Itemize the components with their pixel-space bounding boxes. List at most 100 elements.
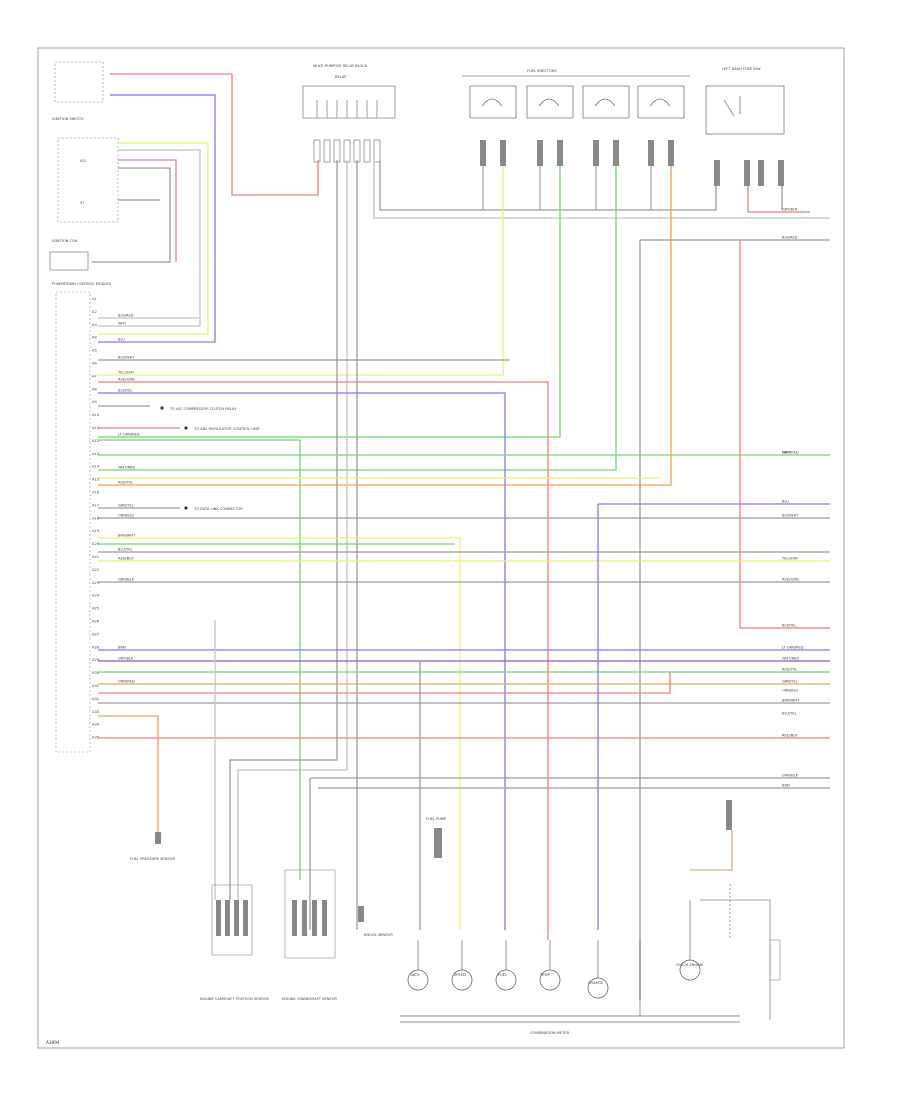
wire-injector-2 (98, 166, 561, 438)
wire-blue-top (98, 94, 216, 343)
ecm-pin-labels: A1A2A3A4A5A6A7A8A9A10A11A12A13A14A15A16A… (92, 297, 100, 740)
tdc-sensor-2-label: ENGINE CRANKSHAFT SENSOR (282, 997, 337, 1001)
wire-ecm-green-1 (98, 439, 301, 880)
ecm-pin-label: A19 (92, 529, 100, 533)
wire-label-right: BLK/WHT (782, 514, 799, 518)
wire-label-right: LT GRN/RED (782, 646, 804, 650)
wire-label-left: BLU (118, 338, 125, 342)
ecm-pin-label: A14 (92, 465, 100, 469)
wire-label-left: BLK/YEL (118, 389, 133, 393)
tdc-sensor-1-label: ENGINE CAMSHAFT POSITION SENSOR (200, 997, 269, 1001)
wire-label-right: BLU (782, 500, 789, 504)
wire-label-left: RED/YEL (118, 481, 133, 485)
wire-label-right: RED/GRN (782, 578, 799, 582)
ecm-pin-label: A28 (92, 645, 100, 649)
ecm-pin-label: A23 (92, 581, 99, 585)
wire-label-right: GRN/BLK (782, 774, 799, 778)
wire-label-right: RED/YEL (782, 668, 797, 672)
ecm-pin-label: A4 (92, 336, 97, 340)
wire-label-left: GRN/YEL (118, 504, 134, 508)
wire-ecm-orange-2 (98, 715, 159, 836)
ecm-pin-label: A15 (92, 478, 99, 482)
fuel-injectors: FUEL INJECTORS (462, 69, 690, 166)
wire-label-right: BLU/YEL (782, 712, 797, 716)
cluster-label: COMBINATION METER (530, 1031, 570, 1035)
ecm-pin-label: A35 (92, 736, 99, 740)
wire-label-left: BRN/WHT (118, 534, 136, 538)
wire-injector-1 (98, 166, 504, 376)
notes: TO A/C COMPRESSOR CLUTCH RELAY TO ABS MO… (160, 406, 261, 511)
wire-label-right: BLK/RED (782, 236, 798, 240)
gauge-charge: CHARGE (588, 981, 604, 985)
wire-red-top (110, 73, 319, 196)
ecm-pin-label: A29 (92, 658, 100, 662)
wire-ecm-red-2 (98, 672, 671, 694)
ecm-pin-label: A25 (92, 607, 99, 611)
knock-sensor: KNOCK SENSOR (358, 906, 393, 937)
footer-code: A3994 (46, 1040, 60, 1045)
wire-label-left: RED/GRN (118, 378, 135, 382)
wire-injector-4 (98, 166, 672, 486)
relay-block: MULTI-PURPOSE RELAY BLOCK RELAY (302, 64, 396, 163)
wire-relay-1 (229, 160, 338, 900)
wire-labels: BLK/REDBLK/REDWHTWHTBLUBLUBLK/WHTBLK/WHT… (118, 208, 804, 788)
ecm-pin-label: A31 (92, 684, 99, 688)
ignition-coil-label: IGNITION COIL (52, 239, 78, 243)
wire-label-left: WHT (118, 322, 127, 326)
wire-pink-ig (98, 149, 201, 327)
ecm-pin-label: A30 (92, 671, 100, 675)
wire-label-left: GRN/BLK (118, 578, 135, 582)
wire-label-left: ORN/BLU (118, 514, 135, 518)
ecm-pin-label: A2 (92, 310, 97, 314)
ecm-label: POWERTRAIN CONTROL MODULE (52, 282, 112, 286)
ignition-switch: IGNITION SWITCH IG1 ST (52, 61, 119, 223)
ecm-pin-label: A21 (92, 555, 99, 559)
ecm-pin-label: A24 (92, 594, 100, 598)
coolant-sensor (690, 800, 781, 1020)
ecm-pin-label: A11 (92, 426, 99, 430)
ecm-pin-label: A6 (92, 362, 97, 366)
wire-label-left: GRY/BLK (118, 657, 134, 661)
ecm-pin-label: A13 (92, 452, 99, 456)
note-abs: TO ABS MODULATOR CONTROL UNIT (193, 427, 261, 431)
fuel-injectors-label: FUEL INJECTORS (527, 69, 557, 73)
ecm-pin-label: A1 (92, 297, 97, 301)
fuel-pressure-label: FUEL PRESSURE SENSOR (130, 857, 176, 861)
ecm: POWERTRAIN CONTROL MODULE (52, 282, 112, 753)
fuel-pump-label: FUEL PUMP (426, 817, 447, 821)
wire-injector-3 (98, 166, 617, 471)
ecm-pin-label: A20 (92, 542, 100, 546)
fuse-box-label: LEFT DASH FUSE BOX (722, 67, 761, 71)
wire-label-left: BLK/WHT (118, 356, 135, 360)
wire-fuse-red-2 (739, 240, 830, 629)
wire-ecm-yelgrn (98, 537, 461, 930)
wire-label-left: WHT/RED (118, 466, 135, 470)
ecm-pin-label: A10 (92, 413, 100, 417)
ecm-pin-label: A5 (92, 349, 97, 353)
gauge-speed: SPEED (454, 973, 466, 977)
gauge-check-engine: CHECK ENGINE (676, 963, 704, 967)
ecm-pin-label: A9 (92, 400, 97, 404)
ecm-pin-label: A3 (92, 323, 97, 327)
wire-label-right: GRY/BLK (782, 208, 798, 212)
wire-fuse-red (747, 186, 810, 213)
gauge-temp: TEMP (539, 973, 551, 977)
wire-label-left: YEL/GRN (118, 371, 134, 375)
fuel-pressure-sensor: FUEL PRESSURE SENSOR (130, 832, 176, 861)
ecm-pin-label: A18 (92, 516, 100, 520)
ecm-pin-label: A16 (92, 491, 100, 495)
combination-meter: COMBINATION METER TACH SPEED FUEL TEMP C… (400, 900, 740, 1035)
ecm-pin-label: A7 (92, 374, 97, 378)
svg-text:ST: ST (80, 201, 85, 205)
ecm-pin-label: A12 (92, 439, 99, 443)
ecm-pin-label: A22 (92, 568, 99, 572)
wire-label-right: YEL/GRN (782, 557, 798, 561)
relay-block-label: MULTI-PURPOSE RELAY BLOCK (313, 64, 368, 68)
wire-label-right: ORN/BLU (782, 689, 799, 693)
wire-label-right: WHT (782, 451, 791, 455)
wire-label-right: RED/BLK (782, 734, 798, 738)
tdc-sensor-1: ENGINE CAMSHAFT POSITION SENSOR (200, 884, 269, 1001)
wire-gray-coil (92, 167, 171, 263)
wire-label-right: GRN/YEL (782, 680, 798, 684)
wire-injector-bus-2 (373, 160, 830, 219)
